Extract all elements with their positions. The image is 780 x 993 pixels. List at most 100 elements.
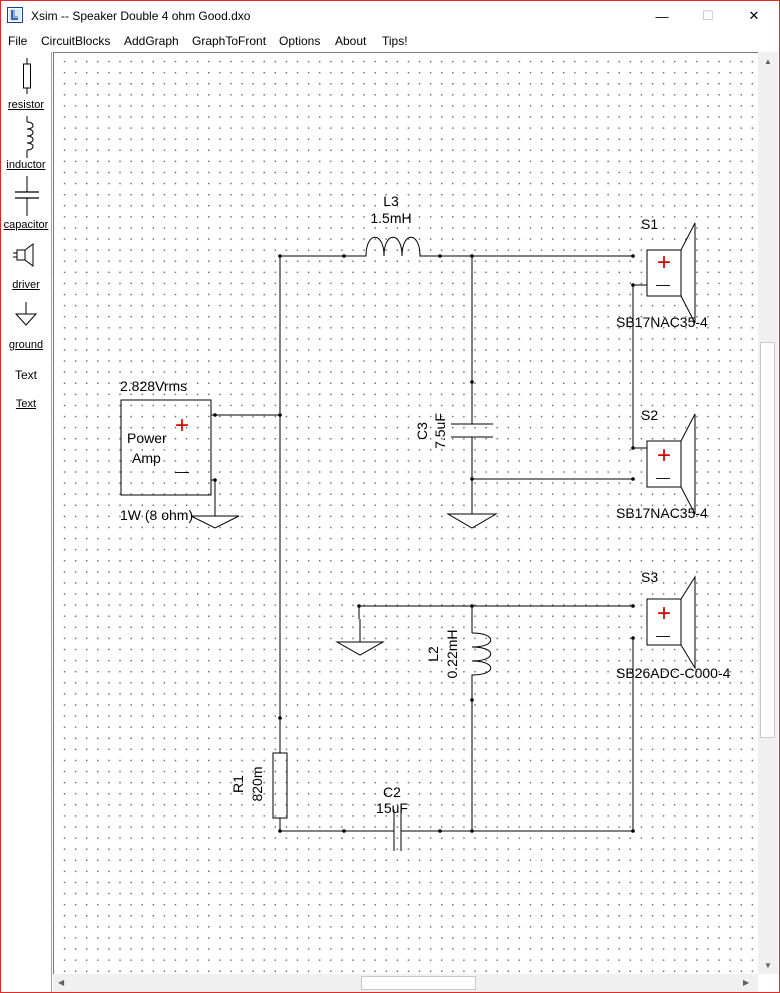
junction-dot [342,829,346,833]
menu-circuitblocks[interactable]: CircuitBlocks [41,34,111,48]
wire-amp-negative [211,479,216,516]
r1-value: 820m [249,766,265,801]
title-bar: Xsim -- Speaker Double 4 ohm Good.dxo — … [1,1,779,31]
menu-graphtofront[interactable]: GraphToFront [192,34,267,48]
speaker-s1-cone [680,222,696,324]
amp-minus-terminal: — [175,463,189,479]
speaker-s3-plus: + [657,600,671,627]
speaker-s1-plus: + [657,249,671,276]
l3-ref: L3 [383,193,399,209]
amp-voltage-label: 2.828Vrms [120,378,187,394]
speaker-s2[interactable]: + — [646,413,696,515]
s2-ref: S2 [641,407,658,423]
junction-dot [631,446,635,450]
ground-icon [15,302,37,326]
menu-about[interactable]: About [335,34,367,48]
scroll-right-arrow-icon[interactable]: ▶ [743,978,750,987]
menu-file[interactable]: File [8,34,28,48]
wire-s1-s2-series [632,284,647,449]
schematic-canvas[interactable]: + — + — + — 2.828Vrms Power Amp + — 1W (… [53,52,762,975]
scroll-down-arrow-icon[interactable]: ▼ [764,961,772,970]
junction-dot [438,254,442,258]
junction-dot [631,604,635,608]
vertical-scroll-thumb[interactable] [760,342,775,738]
scroll-up-arrow-icon[interactable]: ▲ [764,57,772,66]
minimize-button[interactable]: — [655,8,669,24]
amp-plus-terminal: + [175,412,189,439]
junction-dot [470,380,474,384]
l2-ref: L2 [425,646,441,662]
junction-dot [342,254,346,258]
amp-label-power: Power [127,430,167,446]
palette-resistor-label: resistor [7,99,45,111]
capacitor-icon [15,176,39,216]
palette-capacitor-label: capacitor [3,219,49,231]
junction-dot [631,829,635,833]
close-button[interactable]: ✕ [748,8,760,23]
amp-power-label: 1W (8 ohm) [120,507,193,523]
menu-tips[interactable]: Tips! [382,34,408,48]
horizontal-scroll-thumb[interactable] [361,976,476,990]
junction-dot [631,254,635,258]
text-tool-icon: Text [14,368,37,382]
wire-s3-positive [358,605,633,619]
junction-dot [438,829,442,833]
menu-addgraph[interactable]: AddGraph [124,34,179,48]
speaker-s3-minus: — [656,627,670,643]
scroll-left-arrow-icon[interactable]: ◀ [58,978,65,987]
junction-dot [470,254,474,258]
s2-model: SB17NAC35-4 [616,505,708,521]
junction-dot [213,413,217,417]
palette-driver-label: driver [12,279,40,291]
window-title: Xsim -- Speaker Double 4 ohm Good.dxo [31,9,251,23]
speaker-s2-body [646,440,682,488]
ground-s3[interactable] [335,641,385,656]
speaker-s1-minus: — [656,276,670,292]
power-amp-box[interactable] [120,399,212,496]
junction-dot [470,829,474,833]
speaker-s1[interactable]: + — [646,222,696,324]
junction-dot [213,478,217,482]
junction-dot [631,477,635,481]
speaker-s2-minus: — [656,469,670,485]
junction-dot [470,698,474,702]
l3-inductor-symbol[interactable] [344,236,440,257]
maximize-button[interactable]: ☐ [702,8,714,23]
junction-dot [631,636,635,640]
junction-dot [470,477,474,481]
s3-ref: S3 [641,569,658,585]
ground-c3[interactable] [446,513,498,529]
s1-ref: S1 [641,216,658,232]
s3-model: SB26ADC-C000-4 [616,665,731,681]
junction-dot [278,254,282,258]
ground-amp[interactable] [190,515,240,529]
r1-ref: R1 [230,775,246,793]
speaker-s3[interactable]: + — [646,575,696,670]
s1-model: SB17NAC35-4 [616,314,708,330]
r1-resistor-symbol[interactable] [272,752,288,819]
speaker-s2-cone [680,413,696,515]
junction-dot [278,716,282,720]
vertical-scrollbar[interactable]: ▲ ▼ [758,52,778,974]
c2-value: 15uF [376,800,408,816]
l3-value: 1.5mH [370,210,411,226]
c3-value: 7.5uF [432,413,448,449]
c3-ref: C3 [414,422,430,440]
amp-label-amp: Amp [132,450,161,466]
palette-text-label: Text [15,398,37,410]
speaker-icon [13,243,34,267]
junction-dot [470,604,474,608]
schematic-drawing: + — + — + — 2.828Vrms Power Amp + — 1W (… [120,193,731,851]
resistor-icon [23,58,31,94]
l2-value: 0.22mH [444,629,460,678]
menu-options[interactable]: Options [279,34,321,48]
horizontal-scrollbar[interactable]: ◀ ▶ [53,974,758,992]
component-palette: resistor inductor capacitor [1,52,52,992]
l2-inductor-symbol[interactable] [471,632,492,679]
junction-dot [357,604,361,608]
speaker-s3-cone [680,575,696,670]
inductor-icon [26,116,34,158]
speaker-s1-body [646,249,682,297]
junction-dot [278,829,282,833]
